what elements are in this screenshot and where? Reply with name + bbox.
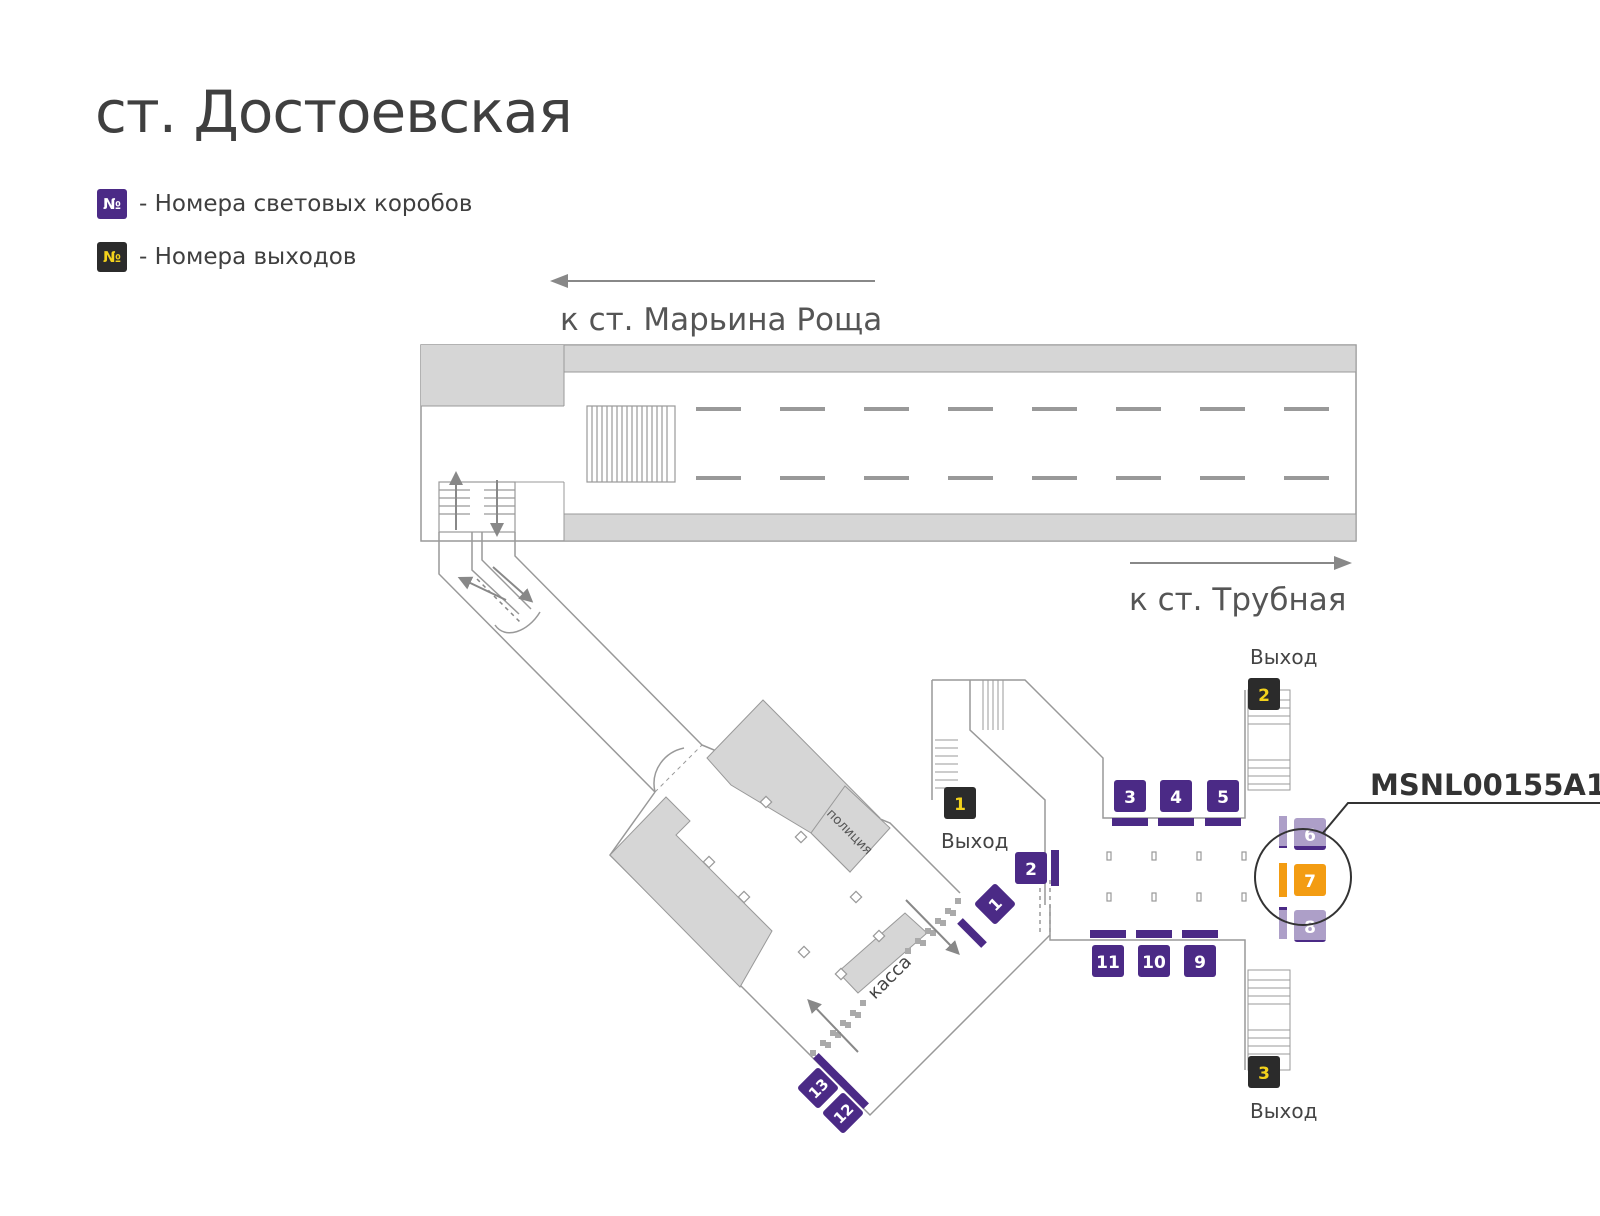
direction-label-left: к ст. Марьина Роща — [560, 302, 882, 338]
exit-2-label: Выход — [1250, 645, 1317, 669]
exit-3-number: 3 — [1258, 1064, 1270, 1084]
platform — [420, 344, 1357, 542]
lightbox-5[interactable]: 5 — [1205, 780, 1241, 826]
diagonal-passage — [438, 532, 703, 793]
lightbox-1[interactable]: 1 — [957, 883, 1016, 948]
lightbox-13[interactable]: 13 — [797, 1053, 847, 1109]
legend-lightboxes: № - Номера световых коробов — [97, 189, 472, 219]
exit-2[interactable]: 2 — [1248, 678, 1280, 710]
legend-exits: № - Номера выходов — [97, 242, 356, 272]
exit-3-label: Выход — [1250, 1099, 1317, 1123]
lightbox-2[interactable]: 2 — [1015, 850, 1059, 886]
lightbox-7-number: 7 — [1304, 872, 1316, 892]
lightbox-5-number: 5 — [1217, 788, 1229, 808]
lightbox-10-number: 10 — [1142, 953, 1166, 973]
vestibule: полиция касса — [609, 699, 1051, 1117]
legend-lightbox-swatch: № — [97, 189, 127, 219]
legend-exit-text: - Номера выходов — [139, 244, 357, 270]
lightbox-3-number: 3 — [1124, 788, 1136, 808]
exit-hall — [931, 679, 1291, 1071]
lightbox-10[interactable]: 10 — [1136, 930, 1172, 977]
direction-arrow-left — [550, 274, 875, 288]
direction-label-right: к ст. Трубная — [1129, 582, 1346, 618]
lightbox-4-number: 4 — [1170, 788, 1182, 808]
lightbox-4[interactable]: 4 — [1158, 780, 1194, 826]
exit-1-number: 1 — [954, 795, 966, 815]
direction-arrow-right — [1130, 556, 1352, 570]
station-title: ст. Достоевская — [95, 78, 573, 146]
lightbox-3[interactable]: 3 — [1112, 780, 1148, 826]
lightbox-11-number: 11 — [1096, 953, 1120, 973]
exit-2-number: 2 — [1258, 686, 1270, 706]
lightbox-9[interactable]: 9 — [1182, 930, 1218, 977]
legend-exit-swatch: № — [97, 242, 127, 272]
lightbox-12[interactable]: 12 — [822, 1075, 869, 1134]
lightbox-11[interactable]: 11 — [1090, 930, 1126, 977]
exit-1[interactable]: 1 — [944, 787, 976, 819]
highlight-code: MSNL00155A1 — [1370, 768, 1600, 802]
lightbox-2-number: 2 — [1025, 860, 1037, 880]
highlight-callout: MSNL00155A1 — [1254, 768, 1600, 926]
exit-3[interactable]: 3 — [1248, 1056, 1280, 1088]
legend-lightbox-text: - Номера световых коробов — [139, 191, 473, 217]
exit-1-label: Выход — [941, 829, 1008, 853]
lightbox-7-highlighted[interactable]: 7 — [1279, 863, 1326, 897]
lightbox-9-number: 9 — [1194, 953, 1206, 973]
